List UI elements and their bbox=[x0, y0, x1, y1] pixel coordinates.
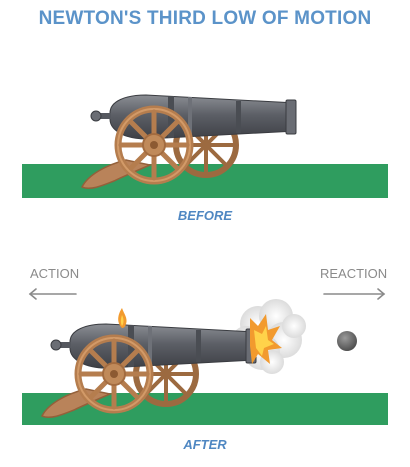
reaction-label: REACTION bbox=[320, 266, 388, 281]
muzzle-blast bbox=[250, 314, 282, 364]
arrow-left-icon bbox=[28, 288, 77, 300]
page-title: NEWTON'S THIRD LOW OF MOTION bbox=[38, 8, 372, 29]
fuse-flame-icon bbox=[118, 308, 127, 328]
arrow-right-icon bbox=[323, 288, 386, 300]
before-caption: BEFORE bbox=[177, 208, 233, 223]
action-label: ACTION bbox=[30, 266, 80, 281]
after-caption: AFTER bbox=[183, 437, 227, 452]
cannonball bbox=[337, 331, 357, 351]
